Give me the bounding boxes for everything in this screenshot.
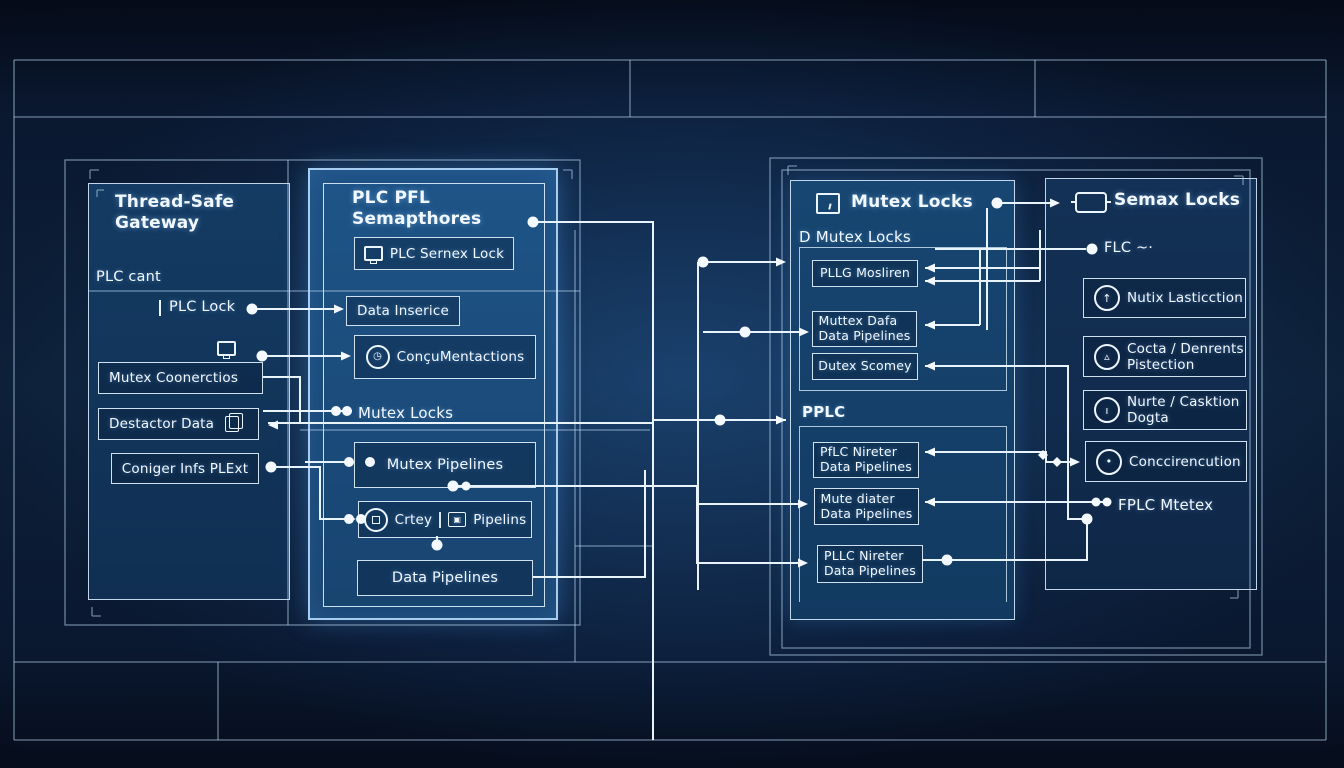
divider-bar <box>439 511 442 528</box>
mutex-connections-box: Mutex Coonerctios <box>98 362 263 394</box>
mail-icon: ▣ <box>448 512 467 527</box>
fplc-mtetex-label: FPLC Mtetex <box>1118 496 1214 514</box>
flc-label: FLC ~· <box>1104 240 1154 256</box>
conccirencution-label: Conccirencution <box>1129 453 1241 470</box>
data-inserice-label: Data Inserice <box>356 303 450 319</box>
gateway-title: Thread-Safe Gateway <box>115 192 235 233</box>
pllg-mosliren-label: PLLG Mosliren <box>819 265 911 281</box>
plc-lock-label: PLC Lock <box>169 299 236 315</box>
cocta-box: ▵ Cocta / Denrents Pistection <box>1083 336 1246 377</box>
dot-circle-icon: ı <box>1094 397 1120 423</box>
mutex-subtitle: D Mutex Locks <box>799 228 911 246</box>
panel-thread-safe-gateway: Thread-Safe Gateway PLC cant PLC Lock Mu… <box>88 183 290 600</box>
monitor-icon <box>217 341 236 359</box>
mute-diater-box: Mute diater Data Pipelines <box>814 488 919 525</box>
clock-icon: ◷ <box>365 345 390 369</box>
pllc-nireter-label: PLLC Nireter Data Pipelines <box>823 548 917 578</box>
panel-mutex-locks: Mutex Locks D Mutex Locks PLLG Mosliren … <box>790 180 1015 620</box>
gauge-circle-icon: ▵ <box>1094 343 1120 370</box>
concumentactions-label: ConçuMentactions <box>396 349 525 365</box>
muttex-dafa-label: Muttex Dafa Data Pipelines <box>818 313 911 343</box>
semax-title: Semax Locks <box>1114 190 1241 210</box>
mutex-title: Mutex Locks <box>851 192 973 212</box>
mute-diater-label: Mute diater Data Pipelines <box>820 490 913 521</box>
pllg-mosliren-box: PLLG Mosliren <box>812 260 918 287</box>
semaphores-title: PLC PFL Semapthores <box>352 188 482 229</box>
cocta-label: Cocta / Denrents Pistection <box>1127 340 1244 373</box>
card-icon <box>1071 192 1111 213</box>
concumentactions-box: ◷ ConçuMentactions <box>354 335 536 379</box>
nurte-label: Nurte / Casktion Dogta <box>1127 394 1240 426</box>
mutex-pipelines-label: Mutex Pipelines <box>386 457 504 473</box>
nurte-box: ı Nurte / Casktion Dogta <box>1083 390 1247 430</box>
pflc-nireter-label: PfLC Nireter Data Pipelines <box>819 444 913 474</box>
muttex-dafa-box: Muttex Dafa Data Pipelines <box>812 311 917 347</box>
plc-sernex-lock-box: PLC Sernex Lock <box>354 237 514 270</box>
plc-sernex-lock-label: PLC Sernex Lock <box>389 245 505 262</box>
copy-icon <box>225 413 244 432</box>
crtey-label: Crtey <box>394 511 433 528</box>
dutex-scomey-label: Dutex Scomey <box>818 358 912 374</box>
nutix-label: Nutix Lasticction <box>1127 290 1243 306</box>
pllc-nireter-box: PLLC Nireter Data Pipelines <box>817 545 923 583</box>
mutex-connections-label: Mutex Coonerctios <box>109 370 239 386</box>
dutex-scomey-box: Dutex Scomey <box>812 353 918 380</box>
conccirencution-box: • Conccirencution <box>1085 441 1247 482</box>
data-inserice-box: Data Inserice <box>346 296 460 326</box>
monitor-icon <box>363 246 383 264</box>
pplc-label: PPLC <box>802 403 846 421</box>
coniger-infs-label: Coniger Infs PLExt <box>121 460 249 477</box>
mutex-locks-label: Mutex Locks <box>358 404 454 422</box>
coniger-infs-box: Coniger Infs PLExt <box>111 453 259 484</box>
target-circle-icon: • <box>1096 448 1122 475</box>
badge-circle-icon <box>363 507 388 532</box>
crtey-pipelins-box: Crtey ▣ Pipelins <box>358 501 532 538</box>
destactor-data-label: Destactor Data <box>109 416 215 432</box>
pflc-nireter-box: PfLC Nireter Data Pipelines <box>813 442 919 478</box>
destactor-data-box: Destactor Data <box>98 408 259 440</box>
data-pipelines-box: Data Pipelines <box>357 560 533 596</box>
figure-circle-icon: ↑ <box>1094 285 1120 311</box>
nutix-box: ↑ Nutix Lasticction <box>1083 278 1246 318</box>
pipelins-label: Pipelins <box>473 511 527 528</box>
panel-plc-semaphores: PLC PFL Semapthores PLC Sernex Lock Data… <box>308 168 558 620</box>
plc-cant-label: PLC cant <box>96 269 161 285</box>
window-icon <box>816 193 840 214</box>
panel-semax-locks: Semax Locks FLC ~· ↑ Nutix Lasticction ▵… <box>1045 178 1257 590</box>
mutex-pipelines-box: Mutex Pipelines <box>354 442 536 488</box>
data-pipelines-label: Data Pipelines <box>391 570 499 586</box>
